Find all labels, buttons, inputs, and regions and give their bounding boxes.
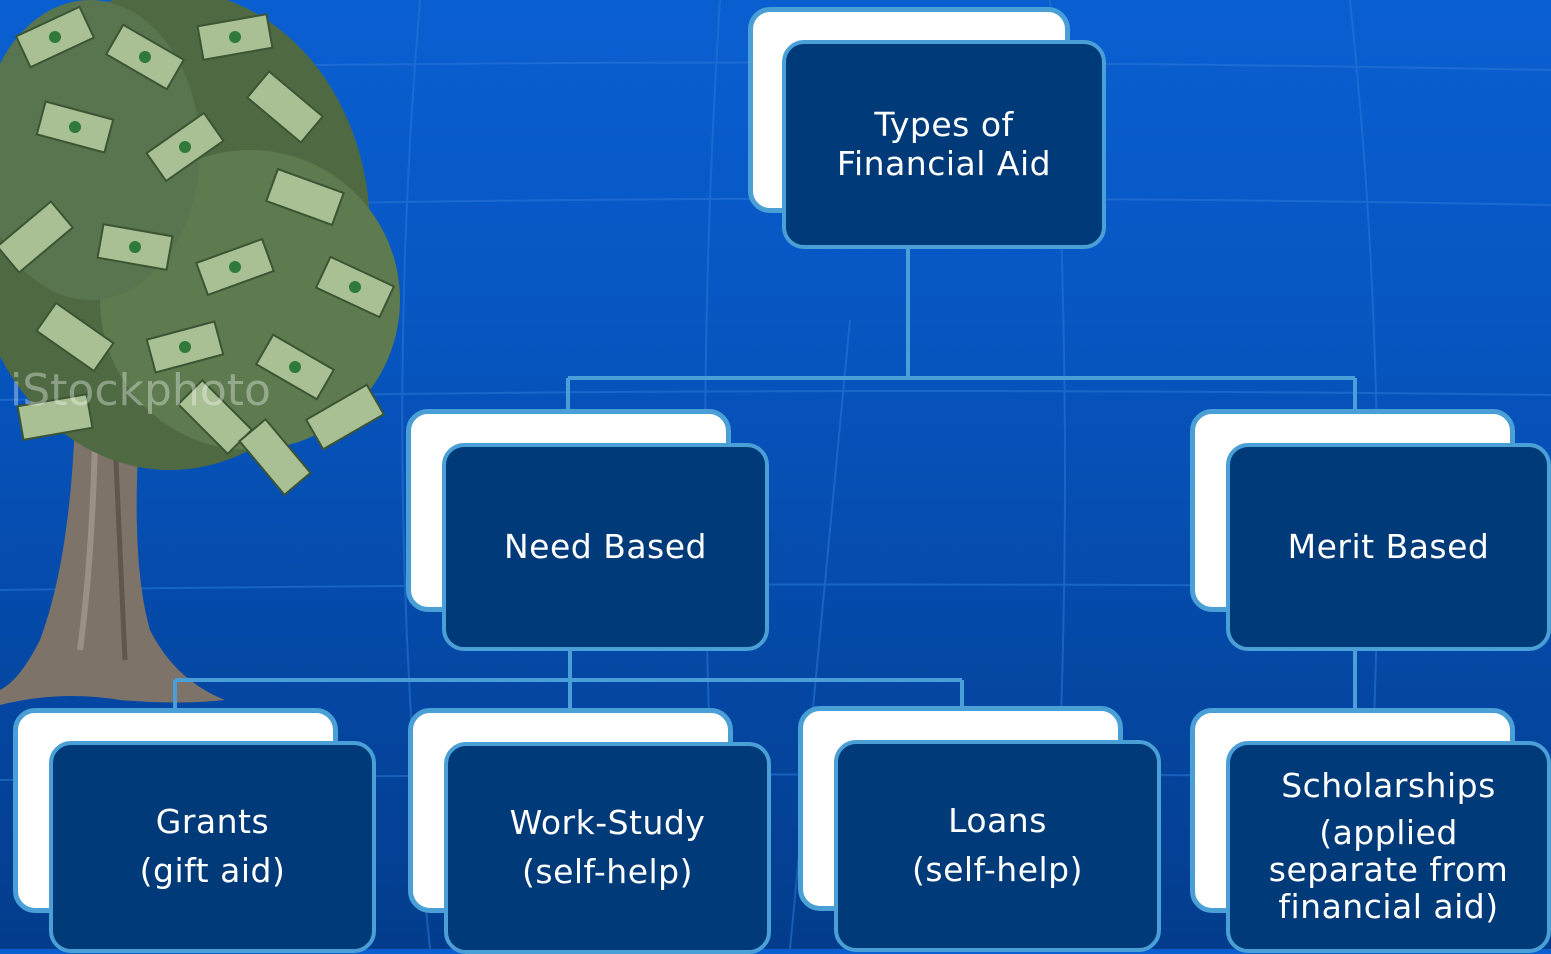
node-label: Merit Based xyxy=(1287,526,1490,566)
node-loans: Loans (self-help) xyxy=(798,706,1161,952)
node-label-line: Work-Study xyxy=(509,803,706,843)
node-merit-based: Merit Based xyxy=(1190,409,1551,651)
node-label: Need Based xyxy=(503,526,708,566)
node-label-line: Grants xyxy=(155,802,270,842)
node-scholarships: Scholarships (applied separate from fina… xyxy=(1190,708,1551,953)
node-box: Merit Based xyxy=(1226,443,1551,651)
tree-trunk xyxy=(0,420,225,705)
node-types-of-financial-aid: Types of Financial Aid xyxy=(748,7,1106,249)
dollar-bills-foliage xyxy=(0,0,400,497)
node-label-line: Scholarships xyxy=(1281,766,1496,806)
node-label-line: financial aid) xyxy=(1278,886,1499,926)
node-label-line: Types of xyxy=(874,104,1014,144)
node-box: Loans (self-help) xyxy=(834,740,1161,952)
node-label-line: (gift aid) xyxy=(139,851,286,890)
node-work-study: Work-Study (self-help) xyxy=(408,708,771,954)
node-label-line: Financial Aid xyxy=(836,143,1052,183)
node-box: Work-Study (self-help) xyxy=(444,742,771,954)
node-label-line: separate from xyxy=(1268,850,1509,889)
node-label-line: (applied xyxy=(1319,813,1458,853)
node-box: Types of Financial Aid xyxy=(782,40,1106,249)
node-label-line: Loans xyxy=(948,801,1047,841)
node-need-based: Need Based xyxy=(406,409,769,651)
node-label-line: (self-help) xyxy=(522,852,693,891)
node-box: Scholarships (applied separate from fina… xyxy=(1226,741,1551,953)
node-grants: Grants (gift aid) xyxy=(13,708,376,953)
node-box: Need Based xyxy=(442,443,769,651)
watermark: iStockphoto xyxy=(10,365,271,416)
node-box: Grants (gift aid) xyxy=(49,741,376,953)
money-tree-image: iStockphoto xyxy=(0,0,400,705)
node-label-line: (self-help) xyxy=(912,850,1083,889)
